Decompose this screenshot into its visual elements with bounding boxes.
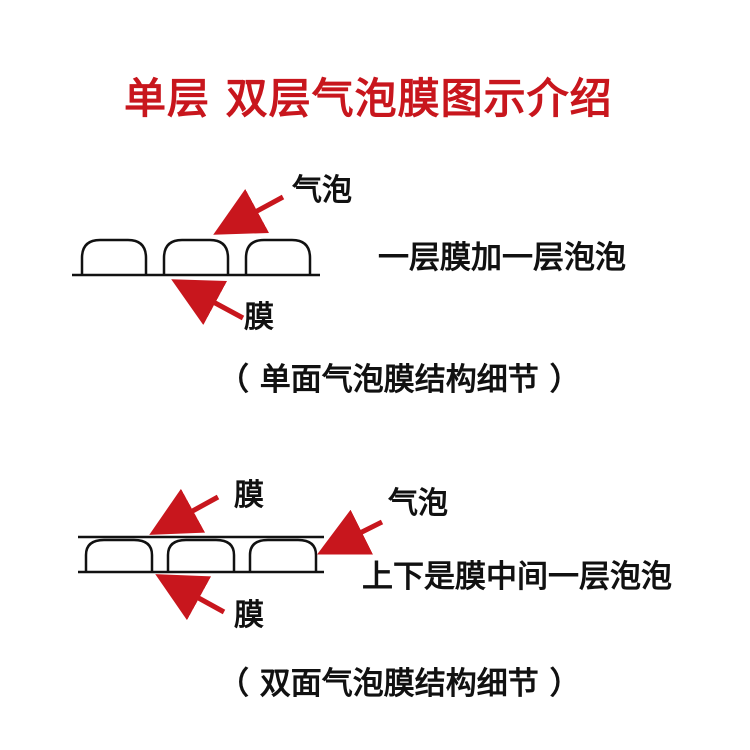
double-film-bottom-arrow [155,574,226,621]
double-layer-description: 上下是膜中间一层泡泡 [362,559,672,595]
single-film-arrow [171,279,245,325]
single-bubble-3 [244,238,312,275]
double-film-top-arrow [149,488,220,535]
double-layer-caption: （ 双面气泡膜结构细节 ） [218,666,581,702]
double-bubble-label: 气泡 [388,486,448,521]
single-bubble-label: 气泡 [292,173,352,208]
page-title: 单层 双层气泡膜图示介绍 [124,74,613,123]
double-bubble-arrow [317,509,384,555]
double-bubble-2 [166,538,236,572]
single-layer-structure [72,188,320,325]
single-bubble-arrow [213,188,285,235]
single-layer-description: 一层膜加一层泡泡 [378,240,626,276]
double-bubble-3 [248,538,318,572]
double-film-top-label: 膜 [234,478,264,513]
double-bubble-1 [84,538,154,572]
single-layer-caption: （ 单面气泡膜结构细节 ） [218,362,581,398]
single-bubble-1 [80,238,148,275]
single-film-label: 膜 [244,300,274,335]
single-bubble-2 [162,238,230,275]
double-layer-structure [78,488,384,621]
double-film-bottom-label: 膜 [234,598,264,633]
